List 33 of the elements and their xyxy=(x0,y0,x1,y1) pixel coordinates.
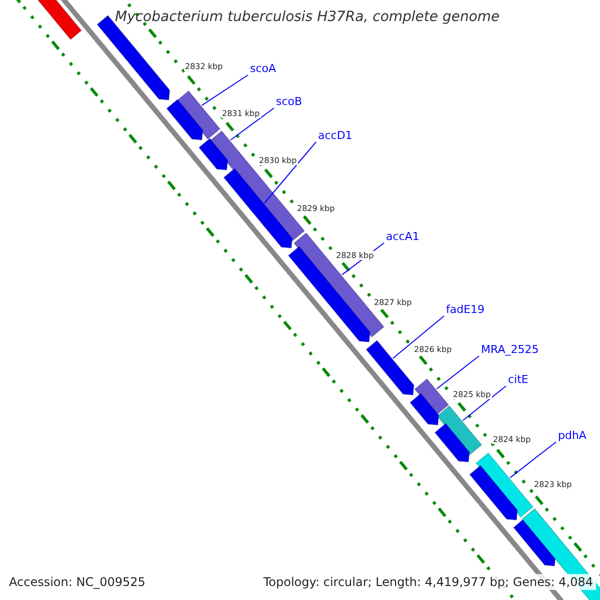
gene-label: citE xyxy=(508,373,528,386)
scale-label: 2827 kbp xyxy=(373,298,413,307)
scale-label: 2828 kbp xyxy=(335,251,375,260)
gene-block xyxy=(166,98,204,141)
scale-label: 2824 kbp xyxy=(492,435,532,444)
gene-block xyxy=(434,422,470,463)
scale-label: 2831 kbp xyxy=(221,109,261,118)
scale-label: 2823 kbp xyxy=(533,480,573,489)
genome-summary: Topology: circular; Length: 4,419,977 bp; Genes: 4,084 xyxy=(260,574,596,590)
scale-label: 2826 kbp xyxy=(413,345,453,354)
gene-block xyxy=(469,464,518,521)
leader-line xyxy=(510,442,556,478)
gene-block xyxy=(223,168,293,249)
leader-line xyxy=(230,108,274,140)
gene-block xyxy=(409,392,440,426)
map-title: Mycobacterium tuberculosis H37Ra, complete genome xyxy=(115,9,500,25)
leader-line xyxy=(462,386,506,421)
scale-label: 2829 kbp xyxy=(296,204,336,213)
gene-block xyxy=(198,138,228,171)
gene-label: accA1 xyxy=(386,230,420,243)
gene-label: accD1 xyxy=(318,129,352,142)
gene-label: fadE19 xyxy=(446,303,485,316)
gene-label: pdhA xyxy=(558,429,586,442)
gene-label: scoA xyxy=(250,62,276,75)
leader-line xyxy=(392,316,444,359)
gene-label: scoB xyxy=(276,95,302,108)
gene-label: MRA_2525 xyxy=(481,343,539,356)
gene-block xyxy=(366,340,414,396)
scale-label: 2825 kbp xyxy=(452,390,492,399)
leader-line xyxy=(201,74,248,106)
leader-line xyxy=(436,356,480,390)
scale-label: 2832 kbp xyxy=(184,62,224,71)
scale-label: 2830 kbp xyxy=(258,156,298,165)
